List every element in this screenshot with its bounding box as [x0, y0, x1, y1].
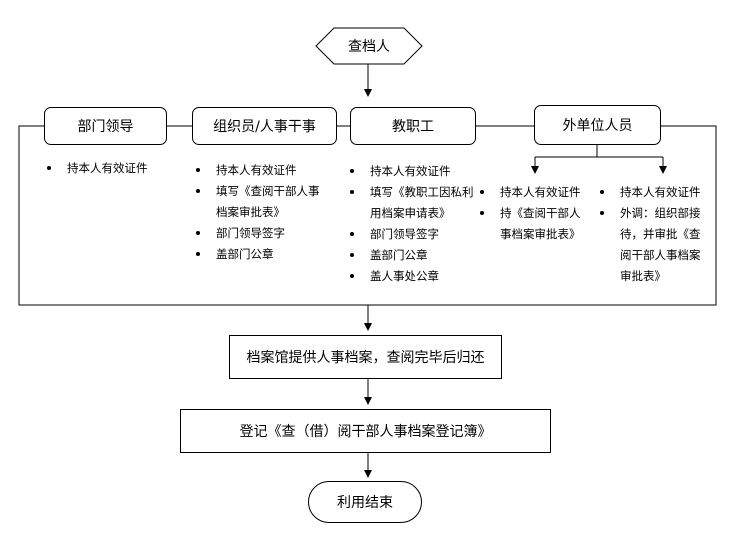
organizer-requirements: 持本人有效证件 填写《查阅干部人事档案审批表》 部门领导签字 盖部门公章	[196, 160, 321, 265]
role-dept-leader: 部门领导	[44, 107, 167, 145]
list-item: 部门领导签字	[350, 224, 475, 245]
provide-archive-box: 档案馆提供人事档案，查阅完毕后归还	[229, 335, 502, 379]
list-item: 外调：组织部接待，并审批《查阅干部人事档案审批表》	[600, 203, 708, 287]
register-box: 登记《查（借）阅干部人事档案登记簿》	[180, 409, 551, 453]
list-item: 填写《教职工因私利用档案申请表》	[350, 182, 475, 224]
external-left-requirements: 持本人有效证件 持《查阅干部人事档案审批表》	[480, 182, 586, 245]
dept-leader-requirements: 持本人有效证件	[47, 158, 177, 179]
list-item: 持本人有效证件	[350, 161, 475, 182]
external-right-requirements: 持本人有效证件 外调：组织部接待，并审批《查阅干部人事档案审批表》	[600, 182, 708, 287]
role-organizer: 组织员/人事干事	[192, 107, 337, 145]
end-node: 利用结束	[308, 481, 422, 523]
list-item: 填写《查阅干部人事档案审批表》	[196, 181, 321, 223]
list-item: 持本人有效证件	[480, 182, 586, 203]
list-item: 盖部门公章	[350, 245, 475, 266]
start-hexagon	[315, 27, 423, 65]
list-item: 盖人事处公章	[350, 266, 475, 287]
list-item: 持本人有效证件	[47, 158, 177, 179]
list-item: 持本人有效证件	[196, 160, 321, 181]
start-node-label: 查档人	[348, 39, 390, 55]
role-external: 外单位人员	[534, 105, 661, 145]
list-item: 持《查阅干部人事档案审批表》	[480, 203, 586, 245]
list-item: 持本人有效证件	[600, 182, 708, 203]
staff-requirements: 持本人有效证件 填写《教职工因私利用档案申请表》 部门领导签字 盖部门公章 盖人…	[350, 161, 475, 287]
list-item: 盖部门公章	[196, 244, 321, 265]
list-item: 部门领导签字	[196, 223, 321, 244]
role-staff: 教职工	[350, 107, 476, 145]
